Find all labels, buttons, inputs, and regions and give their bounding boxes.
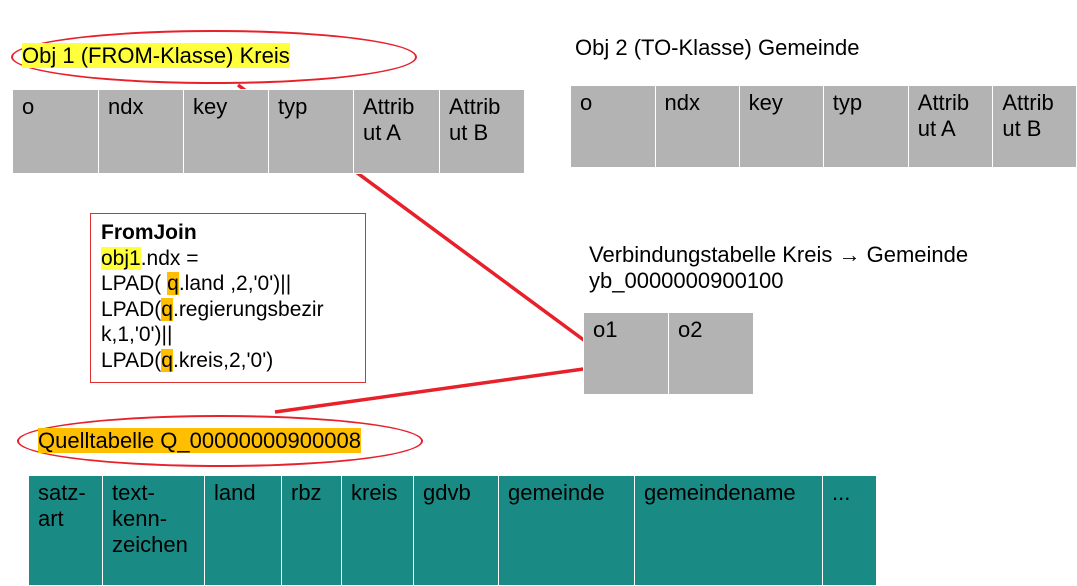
fromjoin-line-3-post: .regierungsbezir: [172, 297, 324, 321]
fromjoin-line-2: LPAD( q.land ,2,'0')||: [101, 271, 365, 297]
quelle-col-gemeindename: gemeindename: [634, 475, 823, 586]
fromjoin-line-4: k,1,'0')||: [101, 323, 173, 346]
verbindung-title-line-2: yb_0000000900100: [589, 268, 784, 293]
obj2-col-key: key: [738, 85, 824, 168]
quelle-col-textkennzeichen: text-kenn-zeichen: [102, 475, 205, 586]
obj2-title: Obj 2 (TO-Klasse) Gemeinde: [575, 35, 860, 60]
fromjoin-line-3-pre: LPAD(: [101, 297, 162, 321]
obj2-col-ndx: ndx: [654, 85, 740, 168]
fromjoin-box: FromJoin obj1.ndx = LPAD( q.land ,2,'0')…: [90, 213, 366, 383]
fromjoin-line-2-post: .land ,2,'0')||: [178, 272, 292, 295]
quelle-col-gdvb: gdvb: [413, 475, 499, 586]
fromjoin-heading: FromJoin: [101, 221, 197, 244]
obj2-col-typ: typ: [822, 85, 909, 168]
obj2-col-o: o: [570, 85, 656, 168]
fromjoin-line-1-rest: .ndx =: [140, 246, 199, 270]
quelle-table: satz-art text-kenn-zeichen land rbz krei…: [28, 475, 877, 586]
fromjoin-line-2-pre: LPAD(: [101, 272, 168, 295]
fromjoin-q-highlight: q: [167, 272, 179, 295]
obj2-table: o ndx key typ Attrib ut A Attrib ut B: [570, 85, 1077, 168]
fromjoin-line-5-post: .kreis,2,'0'): [172, 348, 274, 372]
fromjoin-obj1-highlight: obj1: [101, 246, 141, 270]
verbindung-col-o2: o2: [668, 312, 754, 395]
verbindung-title-line-1: Verbindungstabelle Kreis → Gemeinde: [589, 242, 969, 267]
connector-line-quelle-to-verbindung: [274, 364, 606, 414]
fromjoin-line-5-pre: LPAD(: [101, 348, 162, 372]
quelle-col-satzart: satz-art: [28, 475, 103, 586]
quelle-title-text: Quelltabelle Q_00000000900008: [38, 428, 361, 453]
fromjoin-q-highlight: q: [161, 348, 173, 372]
quelle-col-land: land: [204, 475, 282, 586]
obj1-title: Obj 1 (FROM-Klasse) Kreis: [22, 43, 290, 69]
quelle-title-ellipse: [17, 415, 423, 467]
obj1-table: o ndx key typ Attrib ut A Attrib ut B: [12, 89, 525, 174]
quelle-title: Quelltabelle Q_00000000900008: [38, 428, 361, 454]
obj1-title-text: Obj 1 (FROM-Klasse) Kreis: [22, 43, 290, 68]
obj1-col-attrib-a: Attrib ut A: [353, 89, 440, 174]
obj1-col-key: key: [183, 89, 269, 174]
fromjoin-line-5: LPAD(q.kreis,2,'0'): [101, 348, 365, 374]
quelle-col-kreis: kreis: [341, 475, 414, 586]
fromjoin-q-highlight: q: [161, 297, 173, 321]
verbindung-table: o1 o2: [583, 312, 754, 395]
obj1-col-typ: typ: [268, 89, 354, 174]
verbindung-title: Verbindungstabelle Kreis → Gemeinde yb_0…: [589, 242, 968, 294]
fromjoin-line-1: obj1.ndx =: [101, 246, 365, 272]
quelle-col-rbz: rbz: [281, 475, 342, 586]
obj1-col-o: o: [12, 89, 99, 174]
obj2-col-attrib-a: Attrib ut A: [907, 85, 994, 168]
verbindung-col-o1: o1: [583, 312, 669, 395]
obj1-title-ellipse: [11, 30, 417, 84]
quelle-col-gemeinde: gemeinde: [498, 475, 635, 586]
fromjoin-line-3: LPAD(q.regierungsbezir: [101, 297, 365, 323]
quelle-col-more: ...: [822, 475, 877, 586]
obj1-col-ndx: ndx: [98, 89, 184, 174]
obj1-col-attrib-b: Attrib ut B: [439, 89, 525, 174]
obj2-col-attrib-b: Attrib ut B: [992, 85, 1077, 168]
